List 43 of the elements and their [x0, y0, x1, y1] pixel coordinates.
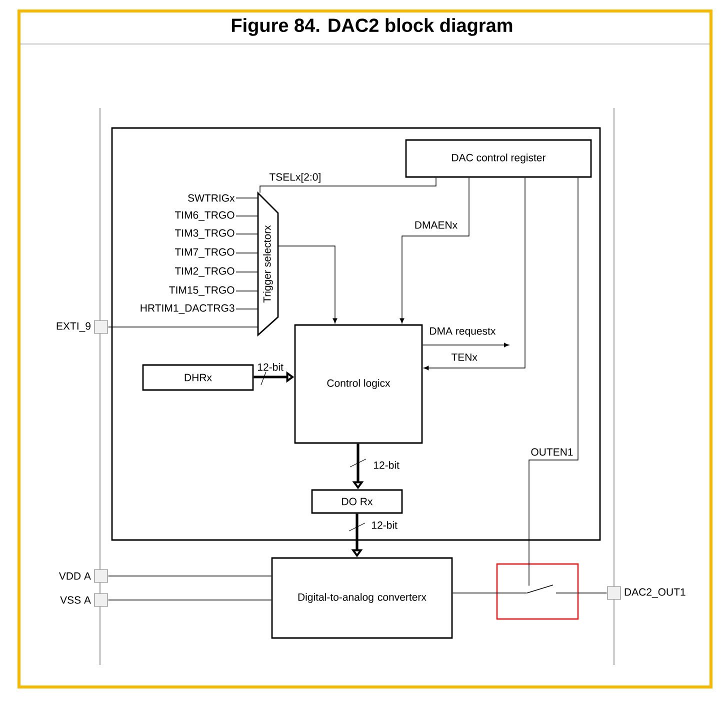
register-box: DHRx	[142, 364, 254, 391]
title: Figure 84. DAC2 block diagram	[232, 18, 512, 36]
module-frame	[111, 127, 601, 541]
connector-line	[452, 592, 528, 594]
signal-name: TIM3_TRGO	[174, 229, 234, 239]
edge-label: OUTEN1	[530, 447, 574, 457]
edge-label: DMAENx	[413, 220, 459, 230]
edge-label: DMA requestx	[428, 326, 497, 338]
connector-line	[260, 177, 436, 194]
edge-label: TSELx[2:0]	[268, 172, 322, 184]
arrow	[422, 342, 510, 348]
edge-label: 12-bit	[370, 520, 398, 530]
connector-line	[236, 290, 258, 292]
signal-name: SWTRIGx	[188, 194, 235, 202]
switch-symbol	[526, 584, 578, 594]
pin-pad: VDD A	[58, 569, 108, 583]
arrow	[424, 177, 526, 370]
signal-name: TIM7_TRGO	[174, 248, 234, 258]
edge-label: 12-bit	[256, 362, 284, 372]
signal-name: TIM6_TRGO	[174, 211, 234, 221]
connector-line	[108, 326, 258, 328]
arrow	[278, 246, 338, 324]
arrow	[400, 177, 470, 324]
pin-pad: VSS A	[60, 593, 108, 607]
converter-box: Digital-to-analog converterx	[271, 557, 453, 639]
connector-line	[236, 308, 258, 310]
edge-label: TENx	[450, 352, 478, 362]
register-box: DAC control register	[405, 139, 592, 178]
connector-line	[236, 252, 258, 254]
signal-name: TIM15_TRGO	[169, 286, 234, 296]
register-box: DO Rx	[311, 489, 403, 514]
pin-pad: EXTI_9	[56, 320, 108, 334]
signal-name: TIM2_TRGO	[174, 267, 234, 277]
pin-pad: DAC2_OUT1	[607, 586, 686, 600]
node-label: VDD A	[58, 572, 91, 580]
node-label: EXTI_9	[56, 322, 90, 332]
connector-line	[576, 592, 608, 594]
node-label: VSS A	[60, 596, 91, 604]
connector-line	[528, 177, 578, 586]
node-label: DAC2_OUT1	[624, 588, 686, 598]
edge-label: 12-bit	[372, 460, 400, 470]
logic-box: Control logicx	[294, 324, 423, 444]
signal-name: HRTIM1_DACTRG3	[140, 304, 234, 314]
